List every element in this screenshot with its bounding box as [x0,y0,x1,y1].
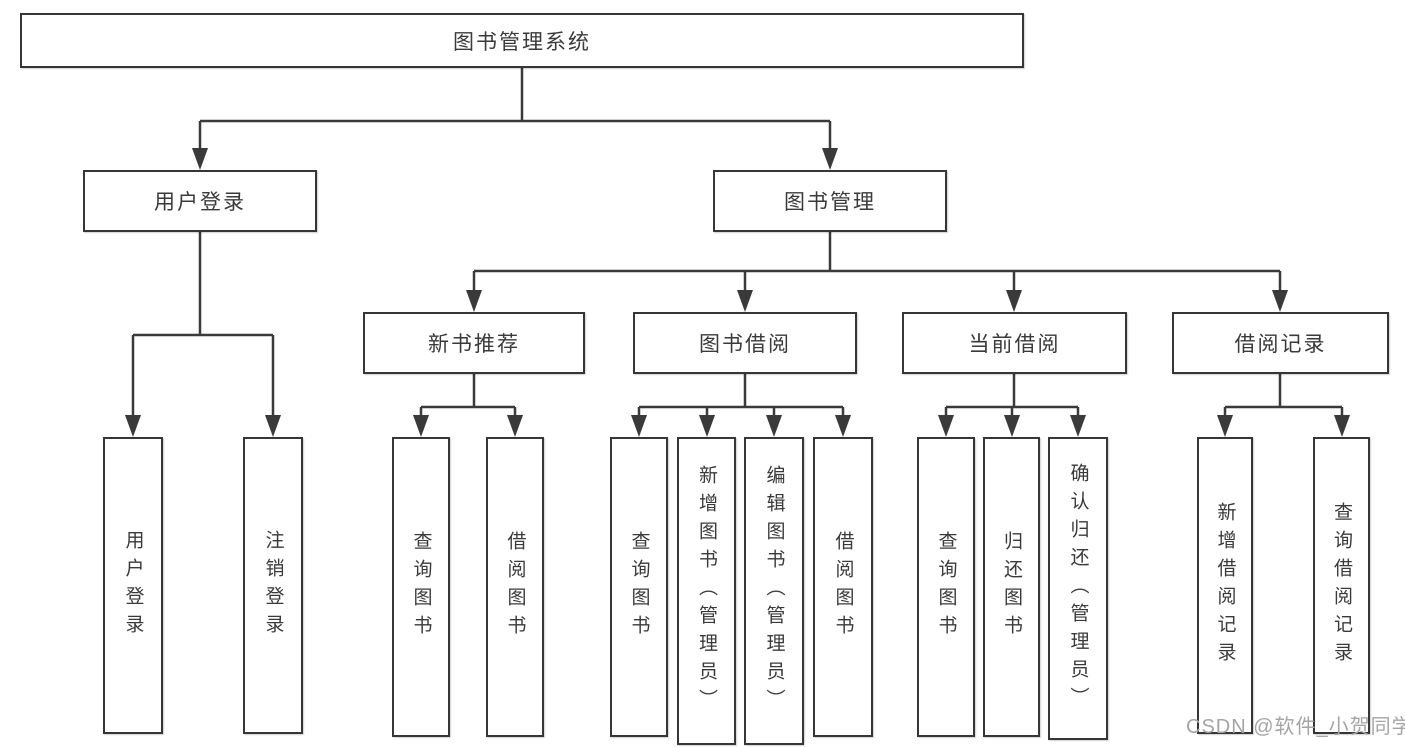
leaf-borrow-query-books: 查询图书 [610,437,668,737]
node-book-borrow-label: 图书借阅 [699,333,791,356]
node-book-management-label: 图书管理 [784,191,876,214]
leaf-borrow-add-books-admin-label: 新增图书（管理员） [696,465,717,717]
leaf-records-add-record: 新增借阅记录 [1197,437,1253,734]
leaf-newbooks-borrow-books-label: 借阅图书 [504,531,526,643]
leaf-logout-label: 注销登录 [262,529,284,642]
node-borrow-records: 借阅记录 [1172,312,1389,374]
node-book-borrow: 图书借阅 [633,312,857,374]
node-current-borrow-label: 当前借阅 [968,333,1061,356]
leaf-current-query-books-label: 查询图书 [935,531,957,643]
watermark: CSDN @软件_小贺同学 [1186,716,1405,738]
node-library-system-label: 图书管理系统 [453,30,591,54]
leaf-current-return-books: 归还图书 [983,437,1040,737]
node-current-borrow: 当前借阅 [902,312,1127,374]
leaf-borrow-add-books-admin: 新增图书（管理员） [677,437,736,745]
leaf-current-confirm-return-admin: 确认归还（管理员） [1048,437,1108,740]
leaf-borrow-borrow-books-label: 借阅图书 [832,531,854,643]
node-new-book-recommend: 新书推荐 [363,312,585,374]
node-user-login: 用户登录 [83,170,317,232]
node-user-login-label: 用户登录 [154,191,246,214]
arrowheads [125,148,1350,437]
node-library-system: 图书管理系统 [20,13,1024,68]
leaf-logout: 注销登录 [243,437,303,734]
leaf-borrow-edit-books-admin-label: 编辑图书（管理员） [763,465,785,717]
leaf-records-query-record: 查询借阅记录 [1313,437,1370,734]
leaf-current-confirm-return-admin-label: 确认归还（管理员） [1067,462,1089,715]
node-book-management: 图书管理 [713,170,947,232]
leaf-borrow-borrow-books: 借阅图书 [813,437,873,737]
leaf-newbooks-query-books-label: 查询图书 [410,531,432,643]
leaf-newbooks-borrow-books: 借阅图书 [486,437,544,737]
leaf-user-login: 用户登录 [103,437,163,734]
leaf-current-query-books: 查询图书 [917,437,975,737]
leaf-borrow-query-books-label: 查询图书 [628,531,650,643]
leaf-user-login-label: 用户登录 [122,529,144,642]
leaf-newbooks-query-books: 查询图书 [392,437,450,737]
leaf-current-return-books-label: 归还图书 [1001,531,1022,643]
leaf-records-query-record-label: 查询借阅记录 [1331,501,1352,670]
leaf-records-add-record-label: 新增借阅记录 [1214,501,1236,670]
node-new-book-recommend-label: 新书推荐 [428,333,520,356]
node-borrow-records-label: 借阅记录 [1234,333,1327,356]
leaf-borrow-edit-books-admin: 编辑图书（管理员） [744,437,804,745]
